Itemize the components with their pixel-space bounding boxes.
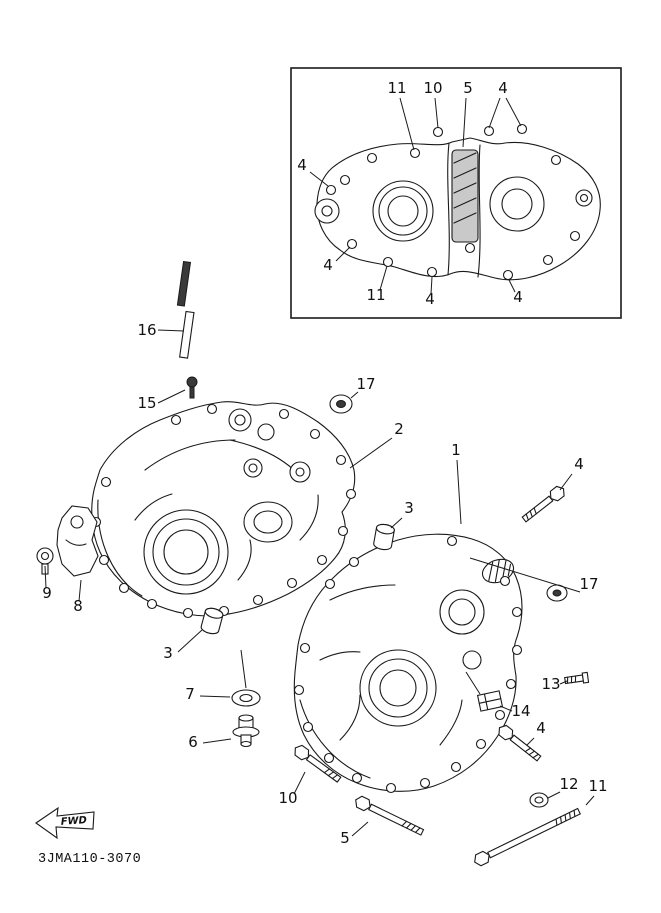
- part-code: 3JMA110-3070: [38, 852, 141, 867]
- bracket-8: [56, 505, 99, 577]
- leader-line: [293, 771, 306, 795]
- callout-9: 9: [42, 584, 52, 602]
- screw-13: [564, 671, 590, 685]
- bolt-4-upper: [521, 483, 568, 523]
- bolt-10: [291, 742, 342, 783]
- callout-12: 12: [559, 775, 578, 793]
- leader-line: [462, 97, 467, 148]
- screw-15: [186, 376, 198, 399]
- leader-line: [469, 557, 581, 593]
- callout-5: 5: [463, 79, 473, 97]
- washer-7: [231, 689, 261, 707]
- callout-4: 4: [425, 290, 435, 308]
- bolt-5: [352, 793, 425, 836]
- callout-10: 10: [423, 79, 442, 97]
- collar-3-lower: [200, 607, 224, 635]
- leader-line: [177, 629, 203, 653]
- callout-7: 7: [185, 685, 195, 703]
- leader-line: [390, 517, 403, 529]
- callout-4: 4: [574, 455, 584, 473]
- leader-line: [488, 97, 501, 129]
- leader-line: [199, 695, 231, 698]
- leader-line: [456, 459, 462, 525]
- callout-4: 4: [498, 79, 508, 97]
- callout-4: 4: [513, 288, 523, 306]
- callout-5: 5: [340, 829, 350, 847]
- callout-4: 4: [297, 156, 307, 174]
- leader-line: [499, 705, 513, 712]
- leader-line: [335, 246, 351, 262]
- inset-callouts: 11 10 5 4 4 4 11 4 4: [297, 79, 523, 308]
- callout-3: 3: [404, 499, 414, 517]
- callout-6: 6: [188, 733, 198, 751]
- leader-line: [350, 391, 359, 399]
- leader-line: [379, 265, 388, 291]
- callout-17: 17: [579, 575, 598, 593]
- callout-11: 11: [387, 79, 406, 97]
- leader-line: [44, 565, 47, 589]
- fwd-arrow: FWD: [35, 806, 95, 840]
- callout-13: 13: [541, 675, 560, 693]
- leader-line: [157, 329, 185, 332]
- callout-11: 11: [366, 286, 385, 304]
- leader-line: [585, 795, 595, 806]
- callout-1: 1: [451, 441, 461, 459]
- callout-8: 8: [73, 597, 83, 615]
- leader-line: [547, 791, 561, 799]
- leader-line: [202, 738, 232, 744]
- inset-box: [290, 67, 622, 319]
- leader-line: [157, 389, 186, 404]
- leader-line: [349, 437, 393, 469]
- callout-3: 3: [163, 644, 173, 662]
- leader-line: [430, 276, 433, 295]
- leader-line: [309, 171, 329, 187]
- leader-line: [465, 671, 481, 695]
- leader-line: [559, 680, 568, 685]
- callout-11: 11: [588, 777, 607, 795]
- grommet-17-right: [546, 584, 568, 602]
- leader-line: [559, 473, 573, 491]
- crankcase-top-view: [314, 123, 601, 281]
- leader-line: [399, 97, 415, 151]
- grommet-17-upper: [329, 394, 353, 414]
- callout-2: 2: [394, 420, 404, 438]
- washer-12: [529, 792, 549, 808]
- leader-line: [505, 97, 522, 127]
- leader-line: [240, 649, 247, 689]
- callout-4: 4: [536, 719, 546, 737]
- left-crankcase-half: [90, 401, 357, 619]
- callout-14: 14: [511, 702, 530, 720]
- leader-line: [526, 737, 535, 746]
- leader-line: [434, 97, 439, 129]
- callout-4: 4: [323, 256, 333, 274]
- callout-17: 17: [356, 375, 375, 393]
- leader-line: [508, 279, 516, 293]
- cylinder-boss: [451, 149, 479, 243]
- collar-3-upper: [373, 523, 395, 551]
- clamp-14: [476, 690, 504, 712]
- callout-10: 10: [278, 789, 297, 807]
- leader-line: [351, 821, 369, 837]
- right-crankcase-half: [293, 533, 523, 794]
- bolt-11: [471, 807, 582, 869]
- bolt-6: [232, 714, 260, 748]
- callout-15: 15: [137, 394, 156, 412]
- leader-line: [78, 579, 82, 602]
- bolt-4-lower: [495, 722, 542, 762]
- callout-16: 16: [137, 321, 156, 339]
- fwd-label: FWD: [60, 815, 87, 828]
- dowel-pin-16: [176, 260, 195, 359]
